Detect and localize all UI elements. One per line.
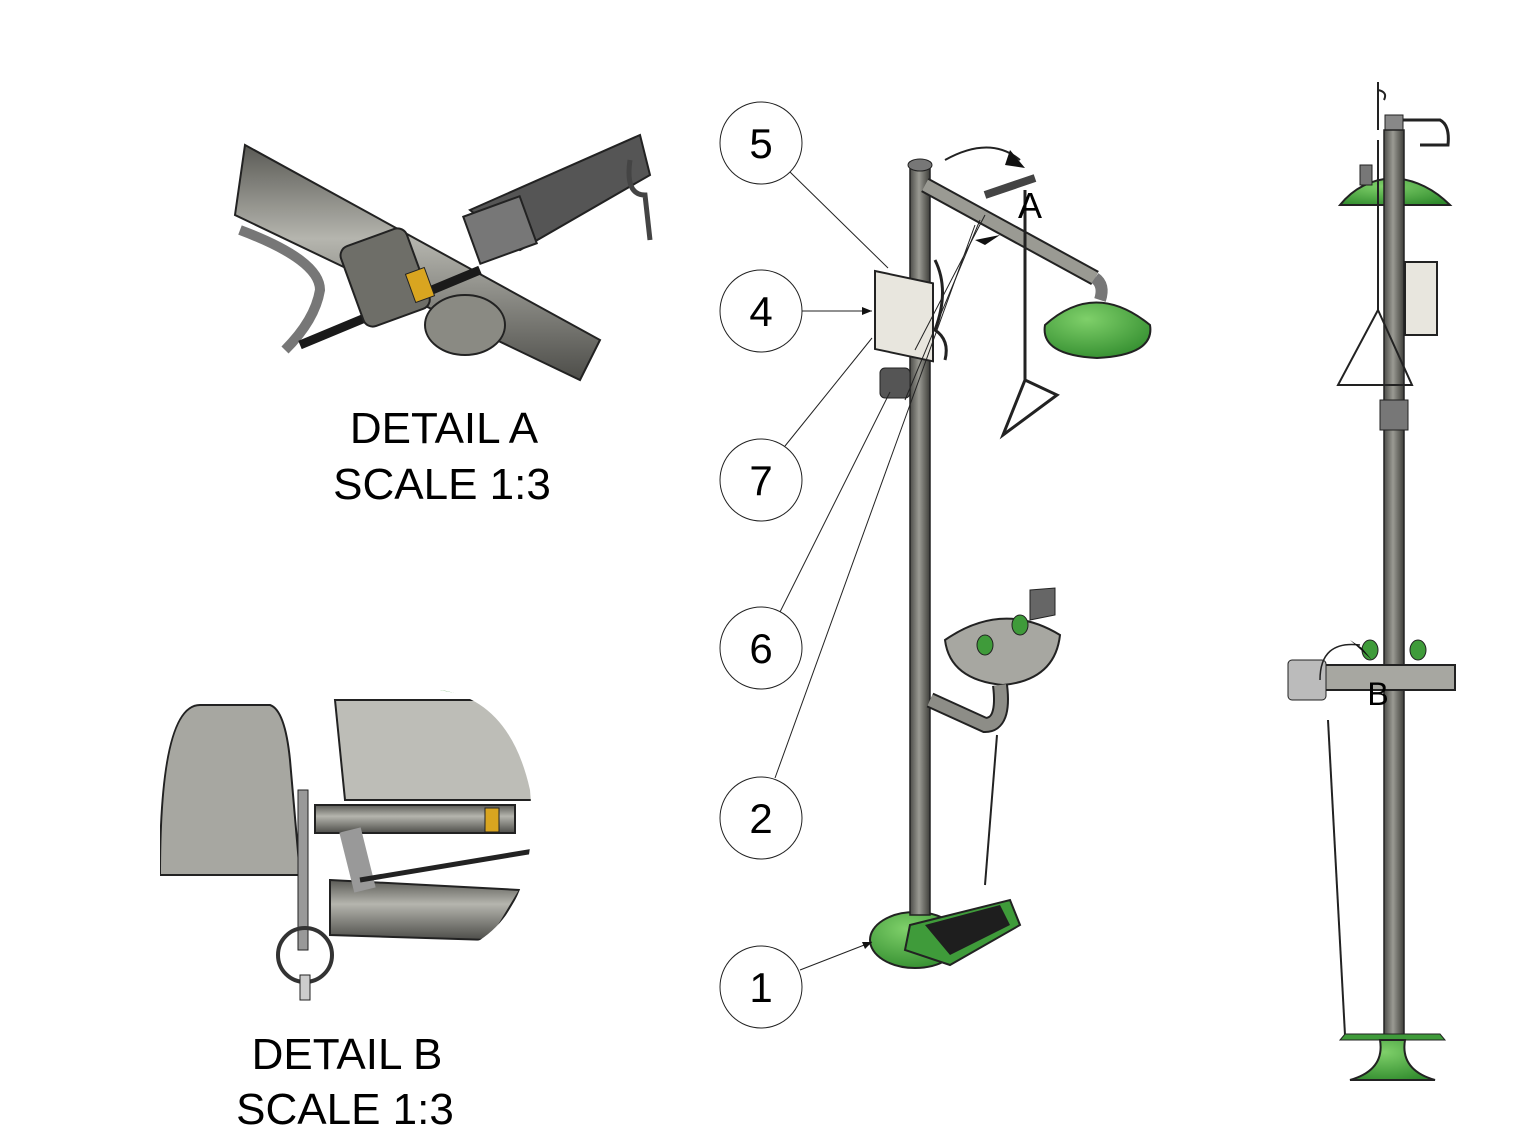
svg-text:4: 4 xyxy=(749,288,772,335)
balloon-7: 7 xyxy=(719,438,803,522)
detail-b-title: DETAIL B xyxy=(252,1030,443,1079)
balloon-5: 5 xyxy=(719,101,803,185)
view-marker-b: B xyxy=(1367,676,1388,712)
detail-a-scale: SCALE 1:3 xyxy=(333,460,551,509)
svg-text:2: 2 xyxy=(749,795,772,842)
detail-a-title: DETAIL A xyxy=(350,404,539,453)
svg-text:6: 6 xyxy=(749,625,772,672)
balloon-4: 4 xyxy=(719,269,803,353)
view-marker-a: A xyxy=(1018,185,1042,226)
balloon-1: 1 xyxy=(719,945,803,1029)
leader-lines xyxy=(774,171,986,971)
balloon-2: 2 xyxy=(719,776,803,860)
svg-text:7: 7 xyxy=(749,457,772,504)
svg-text:1: 1 xyxy=(749,964,772,1011)
detail-a-view xyxy=(233,133,653,382)
safety-station-iso-view: A xyxy=(869,146,1152,969)
svg-text:5: 5 xyxy=(749,120,772,167)
detail-b-view xyxy=(160,690,532,1001)
balloon-6: 6 xyxy=(719,606,803,690)
safety-station-side-view: B xyxy=(1287,82,1456,1081)
detail-b-scale: SCALE 1:3 xyxy=(236,1085,454,1134)
